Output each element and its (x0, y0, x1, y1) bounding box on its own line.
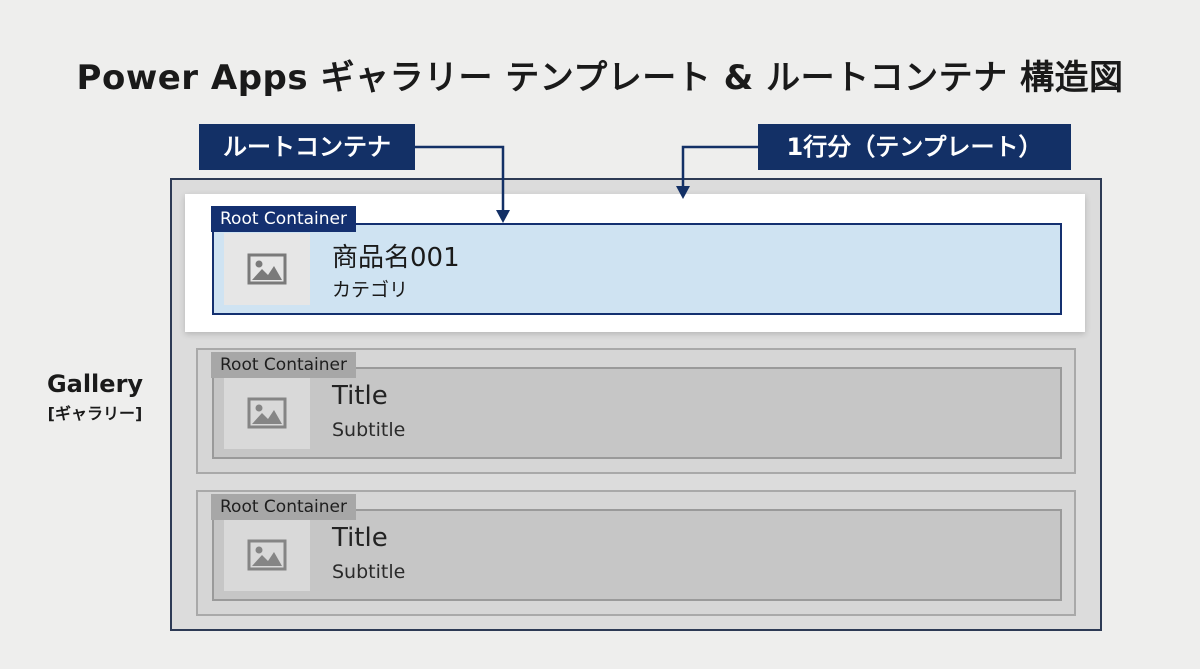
arrowhead-root-container (496, 210, 510, 223)
root-container[interactable]: 商品名001 カテゴリ (212, 223, 1062, 315)
gallery-row[interactable]: Title Subtitle Root Container (196, 348, 1076, 474)
root-container[interactable]: Title Subtitle (212, 367, 1062, 459)
gallery-row[interactable]: Title Subtitle Root Container (196, 490, 1076, 616)
item-title: 商品名001 (332, 243, 460, 273)
root-container-tag: Root Container (211, 494, 356, 520)
root-container-tag: Root Container (211, 206, 356, 232)
item-title: Title (332, 381, 388, 411)
item-subtitle: カテゴリ (332, 279, 409, 301)
template-row-selected[interactable]: 商品名001 カテゴリ Root Container (185, 194, 1085, 332)
arrow-root-container (415, 145, 505, 213)
root-container[interactable]: Title Subtitle (212, 509, 1062, 601)
image-icon (224, 233, 310, 305)
arrow-template-row (681, 145, 758, 190)
gallery-label-ja: [ギャラリー] (47, 404, 143, 423)
item-subtitle: Subtitle (332, 419, 406, 441)
diagram-title: Power Apps ギャラリー テンプレート & ルートコンテナ 構造図 (76, 58, 1124, 98)
image-icon (224, 519, 310, 591)
root-container-tag: Root Container (211, 352, 356, 378)
item-subtitle: Subtitle (332, 561, 406, 583)
image-icon (224, 377, 310, 449)
callout-template-row: 1行分（テンプレート） (758, 124, 1071, 170)
gallery-label: Gallery [ギャラリー] (20, 370, 170, 424)
callout-root-container: ルートコンテナ (199, 124, 415, 170)
arrowhead-template-row (676, 186, 690, 199)
item-title: Title (332, 523, 388, 553)
gallery-label-en: Gallery (46, 370, 144, 398)
